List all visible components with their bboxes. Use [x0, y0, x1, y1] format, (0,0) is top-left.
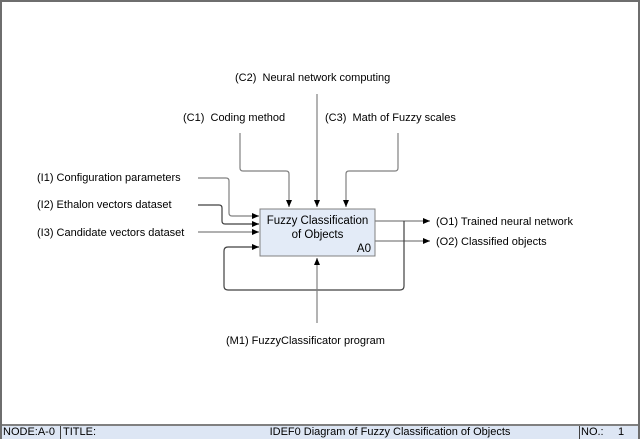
input-arrow-i1	[198, 177, 259, 219]
footer-separator	[579, 426, 580, 439]
control-arrow-c1	[239, 133, 292, 207]
footer-number-label: NO.:	[581, 426, 604, 438]
idef0-diagram: (C2) Neural network computing (C1) Codin…	[37, 72, 573, 347]
output-label-o1: (O1) Trained neural network	[436, 216, 573, 228]
footer-left-border	[0, 424, 2, 439]
footer-right-border	[638, 424, 640, 439]
activity-node-id: A0	[357, 243, 371, 255]
diagram-footer: NODE:A-0 TITLE: IDEF0 Diagram of Fuzzy C…	[0, 424, 640, 439]
control-arrow-c3	[343, 133, 399, 207]
output-label-o2: (O2) Classified objects	[436, 236, 547, 248]
activity-box[interactable]	[259, 208, 376, 257]
input-label-i1: (I1) Configuration parameters	[37, 172, 181, 184]
input-label-i3: (I3) Candidate vectors dataset	[37, 227, 184, 239]
footer-node: NODE:A-0	[3, 426, 55, 438]
control-label-c2: (C2) Neural network computing	[235, 72, 390, 84]
control-label-c1: (C1) Coding method	[183, 112, 285, 124]
control-label-c3: (C3) Math of Fuzzy scales	[325, 112, 456, 124]
footer-number-value: 1	[618, 426, 625, 438]
activity-title-line1: Fuzzy Classification	[267, 215, 369, 227]
feedback-loop-arrow	[223, 220, 405, 291]
footer-title-value: IDEF0 Diagram of Fuzzy Classification of…	[269, 426, 511, 438]
input-label-i2: (I2) Ethalon vectors dataset	[37, 199, 172, 211]
mechanism-label-m1: (M1) FuzzyClassificator program	[226, 335, 385, 347]
input-arrow-i2	[198, 204, 259, 227]
footer-title-label: TITLE:	[63, 426, 97, 438]
activity-title-line2: of Objects	[292, 229, 344, 241]
footer-separator	[60, 426, 61, 439]
